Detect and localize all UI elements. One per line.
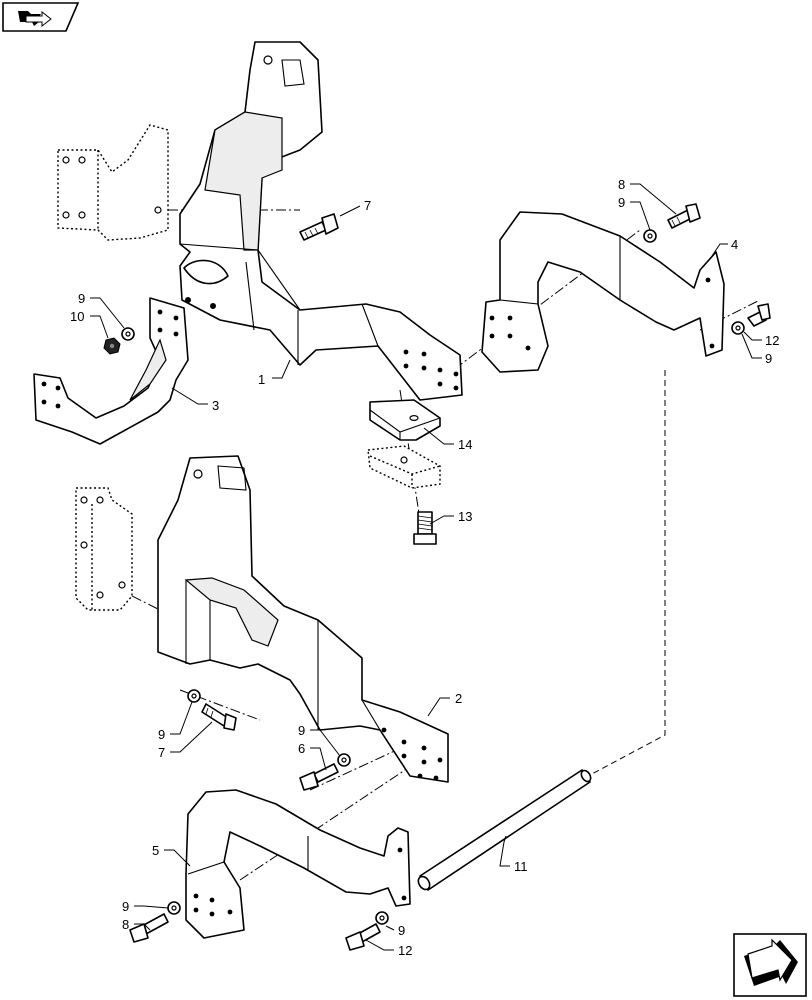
callout-6: 6 <box>298 741 305 756</box>
phantom-bracket-lower <box>75 487 133 611</box>
part-13-bolt <box>413 511 437 545</box>
callout-5: 5 <box>152 843 159 858</box>
callout-9b: 9 <box>765 351 772 366</box>
part-4-upper-c-arm <box>481 211 725 373</box>
fastener-8-lower-bolt <box>129 913 169 943</box>
part-11-rod <box>417 769 592 891</box>
callout-4: 4 <box>731 237 738 252</box>
washer-9-left <box>121 327 135 341</box>
callout-12a: 12 <box>765 333 779 348</box>
nut-10 <box>103 337 121 355</box>
washer-9-bottom-left <box>167 901 181 915</box>
callout-3: 3 <box>212 398 219 413</box>
callout-9a: 9 <box>618 195 625 210</box>
callout-9d: 9 <box>158 727 165 742</box>
part-2-main-bracket-lower <box>157 455 449 783</box>
washer-9-upper-right <box>643 229 657 243</box>
callout-8a: 8 <box>618 177 625 192</box>
callout-9g: 9 <box>398 923 405 938</box>
part-3-small-bracket <box>33 297 189 445</box>
callout-7a: 7 <box>364 198 371 213</box>
fastener-7-lower-bolt <box>201 703 237 731</box>
callout-11: 11 <box>514 859 528 874</box>
callout-8b: 8 <box>122 917 129 932</box>
leader-lines <box>90 183 762 951</box>
callout-7b: 7 <box>158 745 165 760</box>
washer-9-middle <box>337 753 351 767</box>
fastener-12-lower-bolt <box>345 923 381 951</box>
part-14-spacer-plates <box>367 399 441 489</box>
callout-14: 14 <box>458 437 472 452</box>
part-5-lower-c-arm <box>185 789 411 939</box>
next-page-arrow-icon[interactable] <box>733 933 807 997</box>
washer-9-lower-left <box>187 689 201 703</box>
callout-9e: 9 <box>298 723 305 738</box>
fastener-6-bolt <box>299 763 339 791</box>
callout-12b: 12 <box>398 943 412 958</box>
fastener-7-upper-bolt <box>299 213 339 241</box>
washer-9-right <box>731 321 745 335</box>
callout-labels: 1 2 3 4 5 6 7 7 8 8 9 9 9 9 9 9 9 10 11 … <box>70 177 779 958</box>
callout-2: 2 <box>455 691 462 706</box>
washer-9-bottom-right <box>375 911 389 925</box>
callout-13: 13 <box>458 509 472 524</box>
fastener-12-upper-bolt <box>747 303 771 327</box>
callout-9c: 9 <box>78 291 85 306</box>
part-1-main-bracket-upper <box>179 41 463 401</box>
phantom-bracket-upper <box>57 124 169 241</box>
callout-10: 10 <box>70 309 84 324</box>
fastener-8-upper-bolt <box>667 203 701 229</box>
callout-1: 1 <box>258 372 265 387</box>
book-arrow-icon[interactable] <box>2 2 80 32</box>
callout-9f: 9 <box>122 899 129 914</box>
